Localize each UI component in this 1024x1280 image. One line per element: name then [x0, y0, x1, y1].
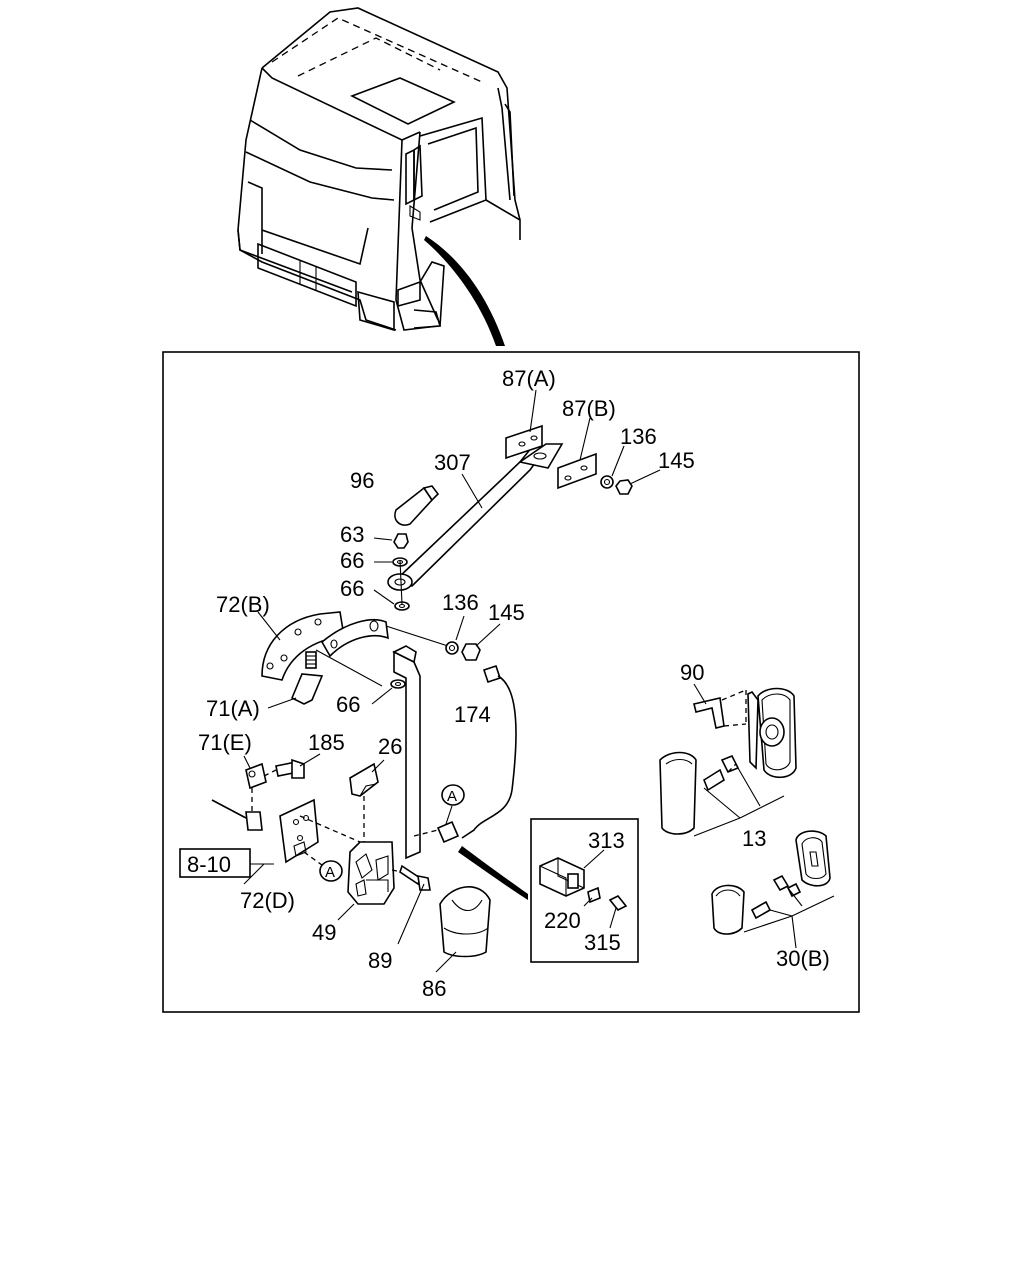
label-63: 63 [340, 522, 364, 547]
wire-to-8-10 [211, 799, 263, 831]
label-66-a: 66 [340, 548, 364, 573]
label-86: 86 [422, 976, 446, 1001]
washer-136-top [600, 475, 614, 489]
nut-145-mid [461, 643, 481, 661]
bolt-89 [399, 864, 431, 891]
label-71e: 71(E) [198, 730, 252, 755]
connector-detail-box [530, 818, 639, 963]
label-66-c: 66 [336, 692, 360, 717]
bracket-90 [693, 697, 725, 729]
cover-86 [439, 886, 491, 958]
mirror-arm-lower [320, 619, 421, 860]
connector-marker-a-lower [319, 860, 343, 882]
mirror-base-49 [347, 841, 395, 905]
terminal-315 [608, 894, 628, 912]
grommet-26 [349, 762, 379, 797]
nut-145-top [615, 479, 633, 495]
leader-lines [243, 389, 707, 973]
mirror-cover-13 [659, 751, 697, 835]
label-313: 313 [588, 828, 625, 853]
connector-label-a-upper: A [447, 788, 457, 805]
label-87b: 87(B) [562, 396, 616, 421]
mirror-cover-30b [711, 884, 745, 935]
bracket-71a [290, 651, 324, 705]
label-136-mid: 136 [442, 590, 479, 615]
label-174: 174 [454, 702, 491, 727]
truck-cab-illustration [237, 7, 521, 346]
reference-box-8-10[interactable] [179, 848, 251, 878]
washer-66-c [390, 679, 406, 689]
label-220: 220 [544, 908, 581, 933]
bulb-96 [394, 485, 440, 526]
connector-label-a-lower: A [325, 864, 335, 881]
side-mirror-30b [795, 830, 831, 887]
screw-13 [703, 768, 725, 792]
label-13: 13 [742, 826, 766, 851]
label-96: 96 [350, 468, 374, 493]
label-136-top: 136 [620, 424, 657, 449]
mirror-arm-stay [387, 440, 564, 591]
label-49: 49 [312, 920, 336, 945]
label-185: 185 [308, 730, 345, 755]
connector-313 [539, 857, 585, 897]
washer-136-mid [445, 641, 459, 655]
connector-marker-a-upper [441, 784, 465, 806]
label-87a: 87(A) [502, 366, 556, 391]
label-89: 89 [368, 948, 392, 973]
label-66-b: 66 [340, 576, 364, 601]
nut-63 [393, 533, 409, 549]
reference-link-8-10[interactable]: 8-10 [187, 852, 231, 877]
label-145-top: 145 [658, 448, 695, 473]
label-26: 26 [378, 734, 402, 759]
label-30b: 30(B) [776, 946, 830, 971]
label-90: 90 [680, 660, 704, 685]
plate-87b [557, 452, 597, 490]
label-145-mid: 145 [488, 600, 525, 625]
mounting-plate-72d [279, 798, 319, 864]
wire-harness-174 [413, 664, 517, 844]
part-labels: 87(A) 87(B) 136 145 96 307 63 66 66 72(B… [187, 366, 830, 1001]
bolt-185 [275, 758, 305, 779]
bracket-plate-72b [261, 611, 345, 681]
side-mirror-90 [747, 687, 797, 779]
label-72d: 72(D) [240, 888, 295, 913]
label-307: 307 [434, 450, 471, 475]
detail-frame [162, 351, 860, 1013]
label-71a: 71(A) [206, 696, 260, 721]
label-315: 315 [584, 930, 621, 955]
screw-30b [750, 900, 772, 920]
label-72b: 72(B) [216, 592, 270, 617]
clip-71e [245, 762, 267, 790]
